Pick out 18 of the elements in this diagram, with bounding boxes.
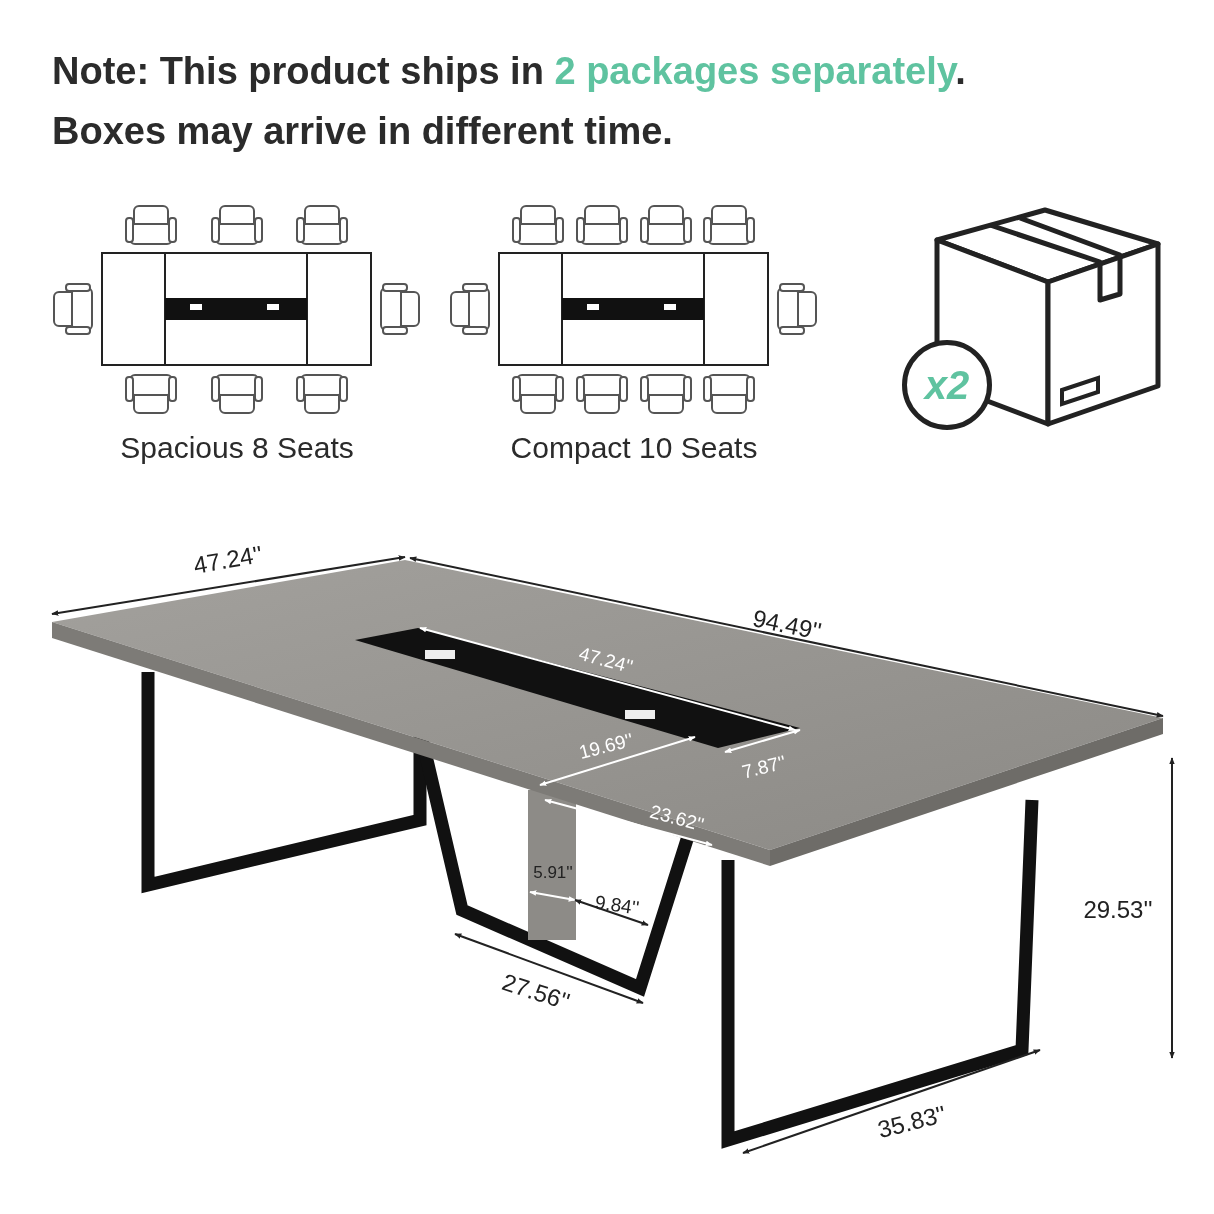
note-text: Note: This product ships in <box>52 50 545 92</box>
seating-caption: Spacious 8 Seats <box>120 433 354 463</box>
dimension-label: 5.91'' <box>533 863 573 881</box>
dimension-label: 94.49'' <box>750 606 824 644</box>
dimension-label: 47.24'' <box>577 643 635 677</box>
note-text: . <box>955 50 966 92</box>
note-text: Boxes may arrive in different time. <box>52 112 673 150</box>
dimension-label: 47.24'' <box>191 542 265 578</box>
dimension-label: 35.83'' <box>875 1102 949 1142</box>
quantity-badge: x2 <box>902 340 992 430</box>
dimension-label: 27.56'' <box>499 969 573 1015</box>
dimension-label: 19.69'' <box>577 730 635 762</box>
highlighted-note-text: 2 packages separately <box>554 50 956 92</box>
dimension-label: 9.84'' <box>593 892 641 918</box>
seating-caption: Compact 10 Seats <box>510 433 758 463</box>
dimension-label: 7.87'' <box>740 752 788 782</box>
dimension-label: 29.53'' <box>1083 898 1153 922</box>
dimension-label: 23.62'' <box>648 801 706 835</box>
